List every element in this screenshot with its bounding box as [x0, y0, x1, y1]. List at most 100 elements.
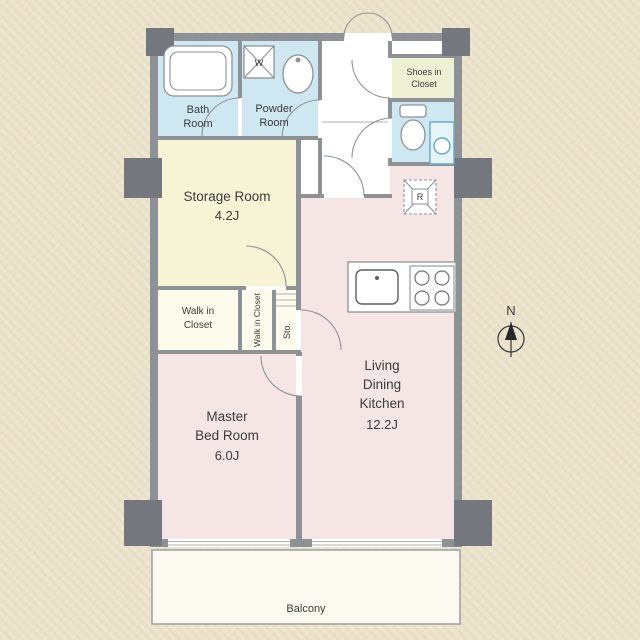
wall-segment — [454, 33, 462, 547]
master-bedroom-floor — [158, 352, 298, 540]
door-opening — [344, 33, 392, 41]
door-opening — [318, 100, 322, 138]
hall-upper-strip — [392, 40, 456, 54]
window-opening — [312, 539, 442, 547]
door-opening — [324, 194, 364, 198]
sto-floor — [274, 288, 300, 352]
wall-segment — [150, 539, 462, 547]
powder-door-arc — [281, 99, 321, 139]
storage-door-arc — [245, 245, 287, 287]
powder-label-1: Powder — [255, 103, 293, 115]
refrigerator-label: R — [417, 192, 424, 202]
storage-size: 4.2J — [215, 208, 240, 223]
balcony-windows — [168, 539, 442, 547]
shoes-closet-floor — [392, 58, 456, 98]
stove-burner-icon — [414, 270, 430, 286]
refrigerator-label-box — [411, 188, 429, 205]
walk-in-closet-label-2: Closet — [184, 320, 213, 331]
walk-in-closet-2-label: Walk in Closet — [252, 292, 262, 347]
door-opening — [238, 98, 242, 136]
pillar — [442, 28, 470, 56]
wall-segment — [392, 54, 456, 58]
hall-ldk-door-arc — [323, 155, 365, 197]
pillars — [124, 28, 492, 546]
ldk-size: 12.2J — [366, 417, 398, 432]
master-bedroom-label-1: Master — [206, 409, 248, 424]
pillar — [124, 158, 162, 198]
master-door-arc — [260, 355, 302, 397]
wall-segment — [272, 288, 276, 352]
door-opening — [388, 118, 392, 158]
door-opening — [388, 58, 392, 98]
ldk-label-1: Living — [364, 358, 399, 373]
wall-segment — [388, 40, 392, 166]
shoes-closet-door-arc — [351, 59, 391, 99]
faucet-icon — [295, 57, 301, 63]
wall-segment — [150, 33, 344, 41]
window-opening — [168, 539, 290, 547]
wall-segment — [158, 350, 300, 354]
master-bedroom-label-2: Bed Room — [195, 428, 259, 443]
storage-label: Storage Room — [183, 189, 270, 204]
toilet-sink-bowl-icon — [433, 137, 451, 155]
kitchen-sink-icon — [355, 269, 399, 305]
toilet-tank-icon — [399, 104, 427, 118]
balcony-outline — [151, 549, 461, 625]
bath-door-arc — [201, 97, 241, 137]
storage-room-floor — [158, 138, 298, 288]
bath-label-2: Room — [183, 118, 212, 130]
door-opening — [296, 310, 301, 350]
shoes-closet-label-1: Shoes in — [406, 67, 441, 77]
walk-in-closet-door-arc — [300, 309, 342, 351]
balcony: Balcony — [151, 549, 461, 625]
walk-in-closet-mid-floor — [240, 288, 274, 352]
powder-sink-icon — [282, 54, 314, 94]
stove-burner-icon — [434, 270, 450, 286]
kitchen-faucet-icon — [375, 276, 379, 280]
wall-segment — [238, 288, 242, 352]
stove-burner-icon — [434, 290, 450, 306]
entrance-hall-floor — [320, 40, 390, 194]
ldk-label-2: Dining — [363, 377, 401, 392]
door-arcs — [201, 12, 393, 397]
walls — [150, 33, 462, 547]
stove-burner-icon — [414, 290, 430, 306]
walk-in-closet-left-floor — [158, 288, 240, 352]
bathtub-inner-icon — [169, 51, 227, 91]
wall-segment — [158, 136, 322, 140]
compass: N — [497, 303, 525, 357]
shoes-closet-label-2: Closet — [411, 79, 437, 89]
bath-label-1: Bath — [187, 104, 210, 116]
room-labels: Bath Room Powder Room Shoes in Closet St… — [182, 58, 442, 463]
compass-needle-icon — [505, 322, 517, 340]
door-opening — [246, 286, 286, 290]
washing-machine-label: W — [255, 58, 264, 68]
wall-segment — [296, 138, 301, 354]
wall-segment — [238, 40, 242, 138]
master-bedroom-size: 6.0J — [215, 448, 240, 463]
washing-machine-cross — [243, 45, 275, 79]
bathtub-icon — [163, 45, 233, 97]
door-opening — [296, 356, 302, 396]
wall-segment — [392, 98, 456, 102]
toilet-bowl-icon — [400, 119, 426, 151]
toilet-door-arc — [351, 117, 393, 159]
pillar — [454, 158, 492, 198]
pillar — [454, 500, 492, 546]
wall-segment — [392, 162, 456, 166]
fixtures — [163, 45, 457, 313]
compass-north-label: N — [506, 303, 515, 318]
balcony-label: Balcony — [286, 603, 326, 615]
ldk-label-3: Kitchen — [359, 396, 404, 411]
door-openings — [238, 33, 392, 396]
wall-segment — [392, 33, 462, 41]
entrance-door-arc — [343, 12, 393, 38]
pillar — [124, 500, 162, 546]
stove-icon — [409, 265, 455, 311]
wall-segment — [150, 33, 158, 547]
pipe-space — [301, 140, 318, 194]
wall-segment — [158, 286, 300, 290]
sto-label: Sto. — [282, 323, 292, 339]
